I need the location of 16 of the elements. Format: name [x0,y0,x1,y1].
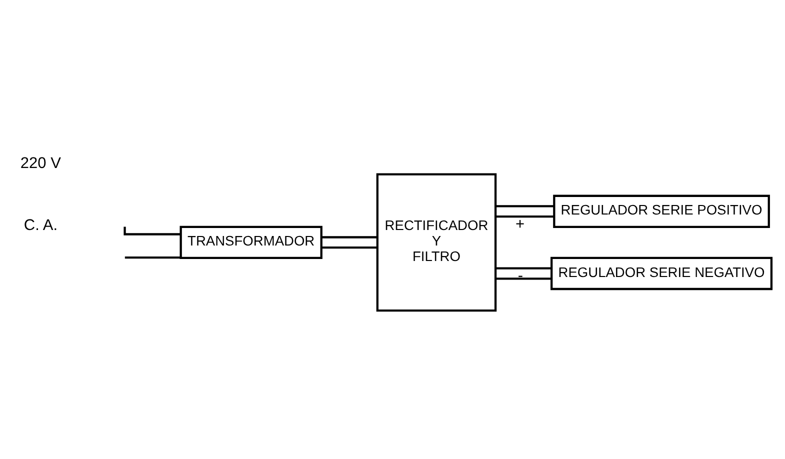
node-box: TRANSFORMADOR [180,226,322,260]
connector [124,256,181,259]
connector [496,278,552,280]
connector [496,205,554,208]
node-box: REGULADOR SERIE POSITIVO [553,194,770,228]
node-box: REGULADOR SERIE NEGATIVO [550,256,773,290]
connector [496,215,554,218]
connector [321,246,378,249]
label: C. A. [24,216,58,234]
connector [496,267,552,270]
node-box: RECTIFICADOR Y FILTRO [376,173,497,312]
edge-label: + [516,216,525,233]
label: 220 V [20,154,61,172]
connector [124,226,181,236]
edge-label: - [518,268,524,285]
connector [321,236,378,238]
